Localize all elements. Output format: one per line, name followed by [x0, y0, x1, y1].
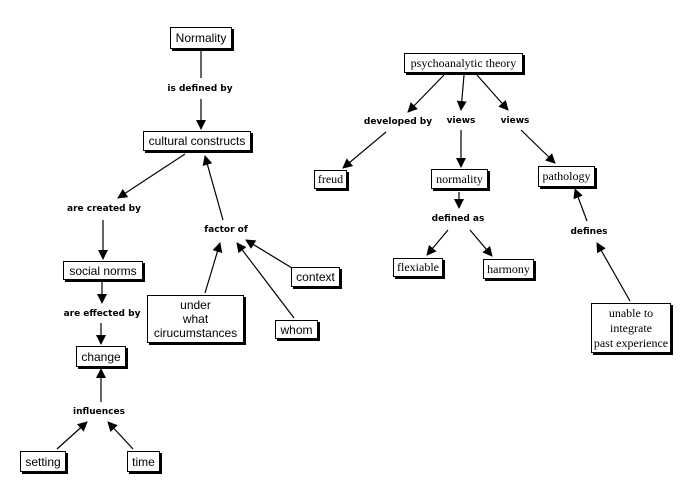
edge-views-pathology-to-pathology	[520, 129, 556, 164]
edge-under-what-to-factor-of	[204, 242, 223, 294]
concept-context[interactable]: context	[291, 267, 340, 287]
link-developed-by: developed by	[363, 117, 433, 127]
concept-normality-psychoanalytic[interactable]: normality	[431, 169, 488, 189]
concept-whom[interactable]: whom	[275, 320, 318, 339]
concept-setting[interactable]: setting	[20, 451, 66, 472]
link-defines: defines	[570, 227, 608, 237]
link-views-normality: views	[446, 116, 476, 126]
edge-cultural-constructs-to-are-created-by	[117, 153, 186, 199]
concept-under-what-circumstances[interactable]: under what cirucumstances	[147, 295, 244, 343]
concept-freud[interactable]: freud	[314, 170, 347, 189]
link-is-defined-by: is defined by	[167, 84, 233, 94]
edge-factor-of-to-cultural-constructs	[202, 155, 224, 221]
link-are-effected-by: are effected by	[63, 309, 141, 319]
concept-harmony[interactable]: harmony	[483, 259, 534, 279]
link-influences: influences	[73, 407, 125, 417]
edge-psychoanalytic-theory-to-views-pathology	[476, 74, 509, 111]
link-views-pathology: views	[500, 116, 530, 126]
concept-flexiable[interactable]: flexiable	[393, 258, 443, 277]
edge-setting-to-influences	[56, 421, 88, 450]
link-defined-as: defined as	[431, 214, 485, 224]
concept-time[interactable]: time	[127, 451, 160, 472]
concept-normality[interactable]: Normality	[170, 27, 232, 49]
edge-defines-to-pathology	[573, 188, 588, 222]
concept-unable-to-integrate-past-experience[interactable]: unable to integrate past experience	[591, 303, 671, 353]
edge-time-to-influences	[107, 421, 134, 450]
concept-change[interactable]: change	[76, 346, 126, 367]
link-factor-of: factor of	[204, 225, 248, 235]
link-are-created-by: are created by	[67, 204, 141, 214]
edge-defined-as-to-harmony	[469, 229, 493, 257]
edge-whom-to-factor-of	[236, 242, 295, 319]
concept-psychoanalytic-theory[interactable]: psychoanalytic theory	[404, 53, 523, 73]
concept-pathology[interactable]: pathology	[538, 166, 595, 187]
edge-psychoanalytic-theory-to-developed-by	[407, 74, 445, 113]
concept-cultural-constructs[interactable]: cultural constructs	[143, 131, 251, 151]
edge-context-to-factor-of	[245, 239, 293, 269]
concept-social-norms[interactable]: social norms	[63, 261, 143, 280]
edge-developed-by-to-freud	[342, 131, 387, 169]
edge-psychoanalytic-theory-to-views-normality	[456, 74, 467, 111]
edge-unable-to-defines	[596, 242, 631, 302]
edge-defined-as-to-flexiable	[426, 229, 449, 256]
